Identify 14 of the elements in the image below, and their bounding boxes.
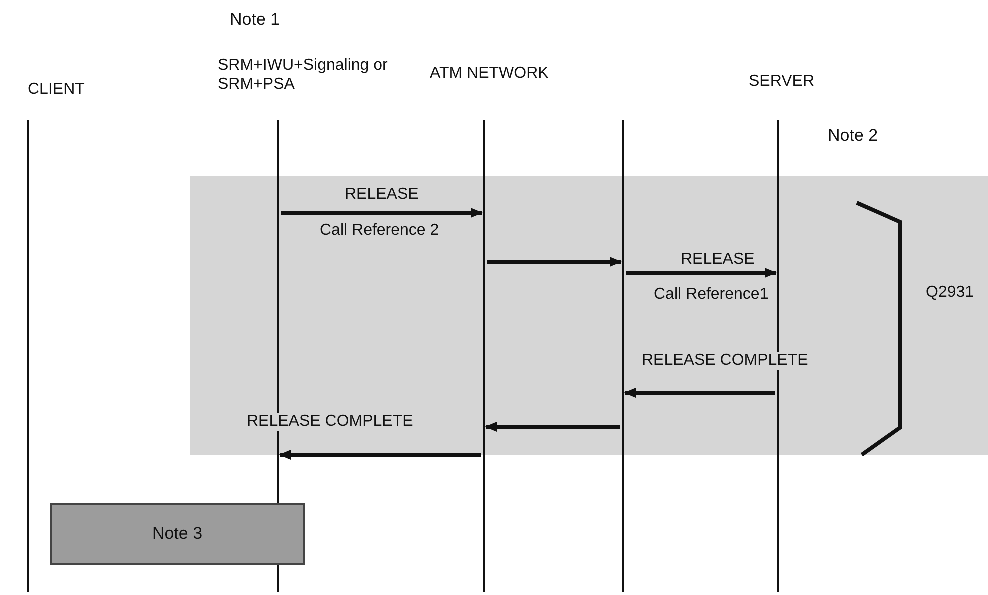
- message-arrow: [624, 388, 775, 398]
- message-arrow: [485, 422, 620, 432]
- message-arrow: [626, 268, 777, 278]
- message-arrow: [487, 257, 622, 267]
- participant-label: CLIENT: [28, 80, 86, 99]
- edge-label: RELEASE COMPLETE: [640, 352, 810, 370]
- participant-label: SRM+IWU+Signaling or SRM+PSA: [218, 56, 389, 94]
- protocol-label: Q2931: [924, 284, 976, 302]
- participant-label: ATM NETWORK: [430, 64, 550, 83]
- edge-label: RELEASE COMPLETE: [245, 413, 416, 431]
- participant-label: SERVER: [749, 72, 816, 91]
- note-box: Note 3: [50, 503, 305, 565]
- message-arrow: [279, 450, 481, 460]
- message-arrow: [281, 208, 483, 218]
